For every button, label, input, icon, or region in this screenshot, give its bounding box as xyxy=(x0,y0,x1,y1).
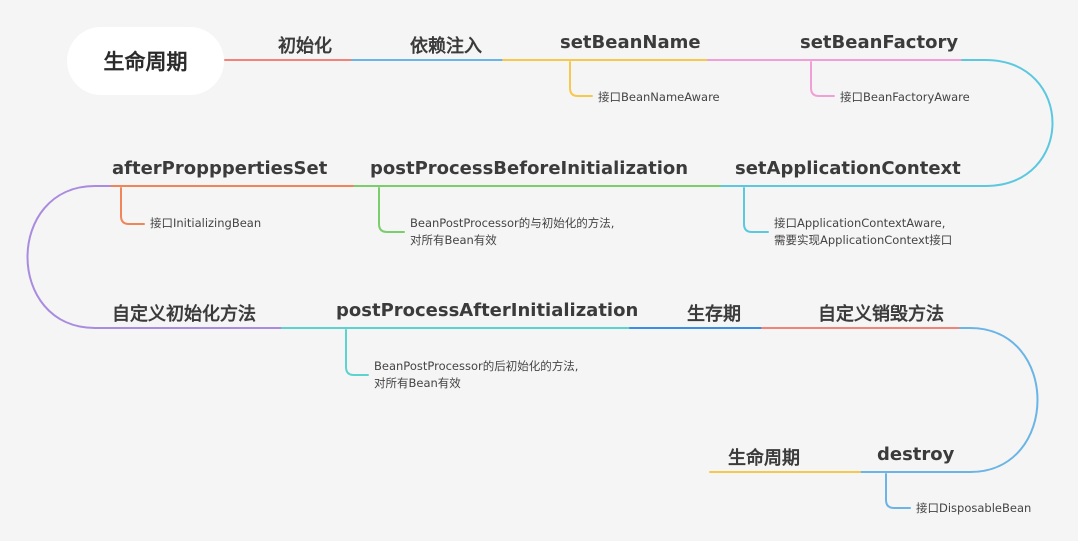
stage-postprocessbefore-label: postProcessBeforeInitialization xyxy=(370,158,689,179)
stage-setbeanfactory-label: setBeanFactory xyxy=(800,32,959,53)
bracket-afterpropertiesset xyxy=(120,187,145,225)
bracket-postprocessbefore xyxy=(378,187,405,233)
note-afterpropertiesset: 接口InitializingBean xyxy=(150,216,262,230)
note-setbeanname: 接口BeanNameAware xyxy=(598,90,720,104)
stage-setapplicationcontext-label: setApplicationContext xyxy=(735,158,961,179)
bracket-setbeanname xyxy=(569,61,593,97)
stage-custom-init-label: 自定义初始化方法 xyxy=(112,304,256,325)
root-label: 生命周期 xyxy=(103,50,188,74)
stage-afterpropertiesset-label: afterPropppertiesSet xyxy=(112,158,328,179)
connector-custom-init xyxy=(26,185,283,329)
note-setapplicationcontext: 接口ApplicationContextAware,需要实现Applicatio… xyxy=(774,216,953,247)
bracket-destroy xyxy=(885,473,911,509)
connector-destroy xyxy=(859,327,1039,473)
stage-custom-destroy-label: 自定义销毁方法 xyxy=(818,304,944,325)
stage-postprocessafter-label: postProcessAfterInitialization xyxy=(336,300,639,321)
bracket-setapplicationcontext xyxy=(743,187,769,233)
note-postprocessbefore: BeanPostProcessor的与初始化的方法,对所有Bean有效 xyxy=(410,216,615,247)
connector-setapplicationcontext xyxy=(719,59,1054,187)
stage-destroy-label: destroy xyxy=(877,444,955,465)
note-destroy: 接口DisposableBean xyxy=(916,501,1032,515)
bracket-setbeanfactory xyxy=(810,61,835,97)
root-node: 生命周期 xyxy=(67,27,224,95)
stage-dependency-injection-label: 依赖注入 xyxy=(410,36,482,57)
note-postprocessafter: BeanPostProcessor的后初始化的方法,对所有Bean有效 xyxy=(374,359,579,390)
note-setbeanfactory: 接口BeanFactoryAware xyxy=(840,90,970,104)
stage-setbeanname-label: setBeanName xyxy=(560,32,701,53)
stage-alive-label: 生存期 xyxy=(687,304,741,325)
stage-end-label: 生命周期 xyxy=(728,448,800,469)
bracket-postprocessafter xyxy=(345,329,369,376)
stage-init-label: 初始化 xyxy=(278,36,332,57)
